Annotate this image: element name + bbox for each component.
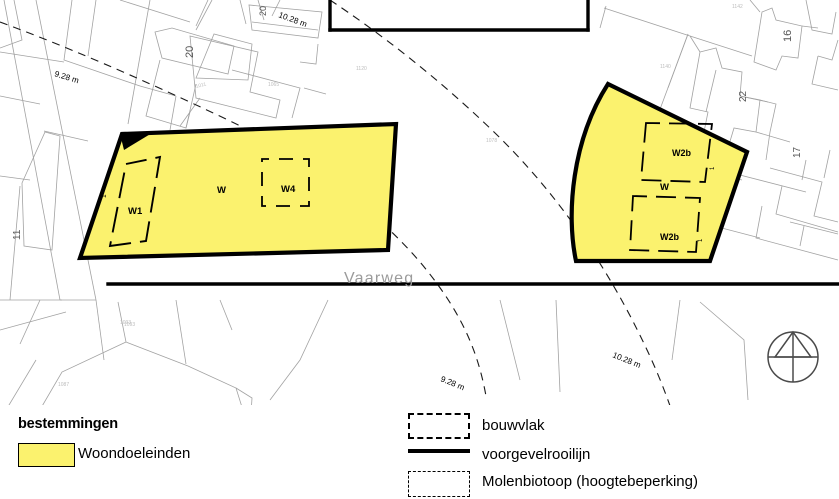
legend-symbol-bouwvlak <box>408 413 470 439</box>
bouwvlak-w2b-bottom[interactable] <box>629 195 701 253</box>
annotation-2: 9.28 m <box>439 375 466 393</box>
svg-text:1140: 1140 <box>660 64 671 70</box>
legend-symbols-column: bouwvlak voorgevelrooilijn Molenbiotoop … <box>408 405 839 499</box>
house-number-4: 22 <box>738 90 749 102</box>
north-arrow-icon <box>767 330 819 383</box>
legend-symbol-voorgevelrooilijn <box>408 449 470 453</box>
house-numbers: 20 20 11 16 22 17 <box>12 6 803 240</box>
legend-swatch-label: Woondoeleinden <box>78 445 191 462</box>
svg-text:1011: 1011 <box>195 81 207 89</box>
legend-title: bestemmingen <box>18 416 118 432</box>
legend-symbol-molenbiotoop <box>408 471 470 497</box>
svg-text:1093: 1093 <box>124 322 135 328</box>
legend: bestemmingen Woondoeleinden bouwvlak voo… <box>0 405 839 499</box>
house-number-5: 17 <box>792 146 803 158</box>
legend-label-voorgevelrooilijn: voorgevelrooilijn <box>482 446 591 463</box>
svg-text:1065: 1065 <box>268 82 279 88</box>
legend-label-molenbiotoop: Molenbiotoop (hoogtebeperking) <box>482 473 698 490</box>
molenbiotoop-layer <box>0 0 681 437</box>
bouwvlak-w2b-bottom-label: W2b <box>660 232 680 242</box>
parcel-left-corner-marker <box>120 133 152 150</box>
svg-text:1093: 1093 <box>120 320 131 326</box>
house-number-3: 16 <box>782 30 794 42</box>
parcel-left[interactable] <box>77 121 399 261</box>
svg-text:1087: 1087 <box>58 382 69 388</box>
house-number-2: 11 <box>12 229 23 240</box>
bouwvlak-w1-label: W1 <box>128 206 143 217</box>
bouwvlak-w2b-bottom-side: 1 <box>698 238 704 242</box>
bouwvlak-w4-label: W4 <box>281 184 296 195</box>
molenbiotoop-arc-1 <box>0 21 487 397</box>
bouwvlak-w4[interactable] <box>261 158 310 207</box>
house-number-0: 20 <box>184 46 196 58</box>
house-number-1: 20 <box>258 6 268 16</box>
cadastral-base-layer <box>0 0 839 431</box>
bouwvlak-w1-side-label: 1 <box>101 194 108 198</box>
voorgevelrooilijn-layer <box>106 0 839 286</box>
bouwvlak-w2b-top[interactable] <box>640 122 714 183</box>
annotation-0: 9.28 m <box>53 69 80 85</box>
parcel-right[interactable] <box>569 81 750 264</box>
bouwvlak-w1[interactable] <box>108 155 162 248</box>
svg-text:1142: 1142 <box>732 4 743 10</box>
annotation-1: 10.28 m <box>277 10 308 29</box>
zone-label-left: W <box>217 185 226 196</box>
legend-label-bouwvlak: bouwvlak <box>482 417 545 434</box>
svg-text:1078: 1078 <box>486 138 497 144</box>
svg-text:1120: 1120 <box>356 66 367 72</box>
zone-label-right: W <box>660 182 669 193</box>
parcel-right-fill <box>569 81 750 264</box>
molenbiotoop-arc-2 <box>329 0 681 437</box>
legend-swatch-woondoeleinden <box>18 443 75 467</box>
bouwvlak-w2b-top-side: 1 <box>710 166 716 170</box>
annotation-3: 10.28 m <box>611 351 642 370</box>
bouwvlak-w2b-top-label: W2b <box>672 148 692 158</box>
road-label: Vaarweg <box>344 270 414 287</box>
